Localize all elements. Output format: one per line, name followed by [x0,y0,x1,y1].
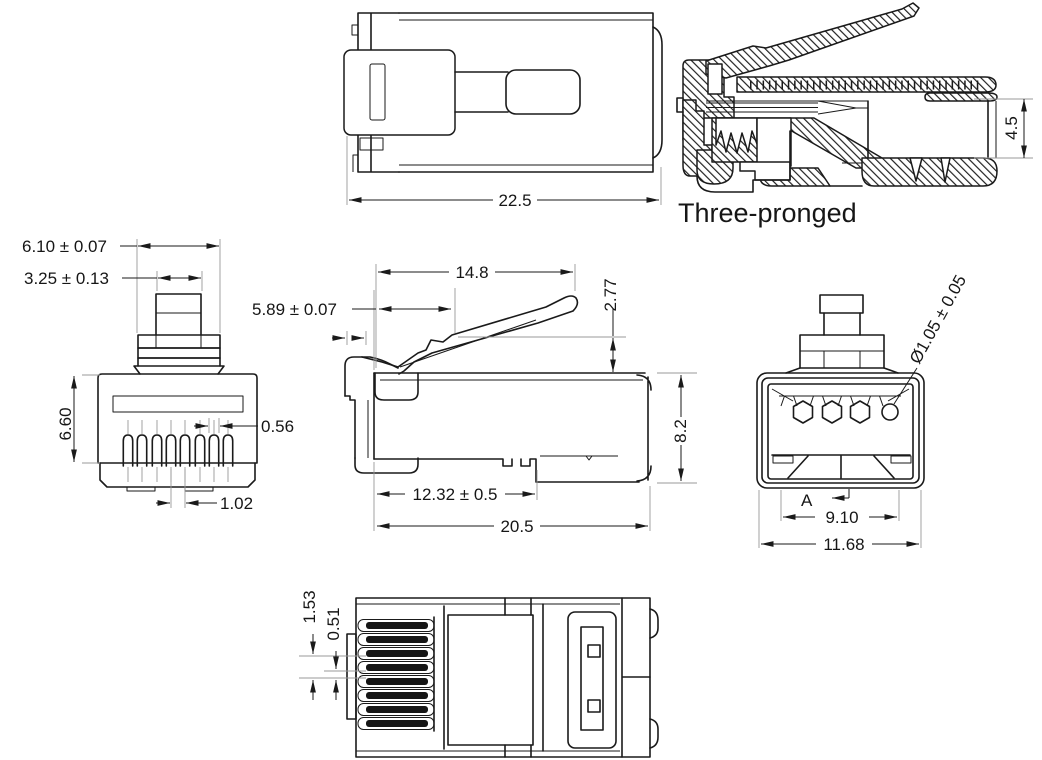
dim-bottom-slot-width: 0.51 [324,607,343,640]
dim-top-overall-width: 22.5 [498,191,531,210]
dim-bottom-slot-pitch: 1.53 [300,590,319,623]
dim-front-body-height: 6.60 [56,407,75,440]
section-view-dimension-height: 4.5 [974,98,1033,159]
dim-front-contact-pitch: 1.02 [220,494,253,513]
rear-view: Ø1.05 ± 0.05 A 9.10 11.68 [756,272,970,554]
bottom-view-dimensions: 1.53 0.51 [299,590,366,700]
top-view: 22.5 [343,12,663,210]
side-view-geometry [344,295,652,483]
dim-side-body-height: 8.2 [671,419,690,443]
bottom-view-geometry [346,597,659,758]
dim-rear-hole-dia: Ø1.05 ± 0.05 [906,272,970,367]
front-view-dimensions: 6.10 ± 0.07 3.25 ± 0.13 6.60 0.56 1.02 [22,237,294,513]
dim-side-front-to-latch: 5.89 ± 0.07 [252,300,337,319]
dim-front-latch-tip: 3.25 ± 0.13 [24,269,109,288]
bottom-view: 1.53 0.51 [299,590,659,758]
dim-side-shield-length: 12.32 ± 0.5 [413,485,498,504]
side-view: 14.8 5.89 ± 0.07 2.77 8.2 12.32 ± 0.5 [252,263,697,536]
dim-side-latch-length: 14.8 [455,263,488,282]
dim-rear-cavity-width: 9.10 [825,508,858,527]
top-view-geometry [343,12,663,173]
rear-view-geometry [756,294,925,489]
front-contact-slots [122,420,234,482]
front-view: 6.10 ± 0.07 3.25 ± 0.13 6.60 0.56 1.02 [22,237,294,513]
section-view: 4.5 Three-pronged [676,2,1033,228]
front-view-geometry [97,293,258,492]
bottom-contact-comb [357,619,435,730]
side-view-dimensions: 14.8 5.89 ± 0.07 2.77 8.2 12.32 ± 0.5 [252,263,697,536]
dim-section-shield-height: 4.5 [1002,116,1021,140]
dim-front-latch-base: 6.10 ± 0.07 [22,237,107,256]
dim-front-slot-width: 0.56 [261,417,294,436]
caption-three-pronged: Three-pronged [678,198,857,228]
dim-rear-overall-width: 11.68 [823,535,864,554]
rear-view-dimensions: Ø1.05 ± 0.05 A 9.10 11.68 [758,272,970,554]
dim-side-latch-rise: 2.77 [601,278,620,311]
dim-side-overall-length: 20.5 [500,517,533,536]
section-view-geometry [676,2,998,193]
callout-wire-hole [881,403,899,421]
rear-detail-marker-a: A [801,491,813,510]
top-view-dimension-width: 22.5 [346,136,662,210]
